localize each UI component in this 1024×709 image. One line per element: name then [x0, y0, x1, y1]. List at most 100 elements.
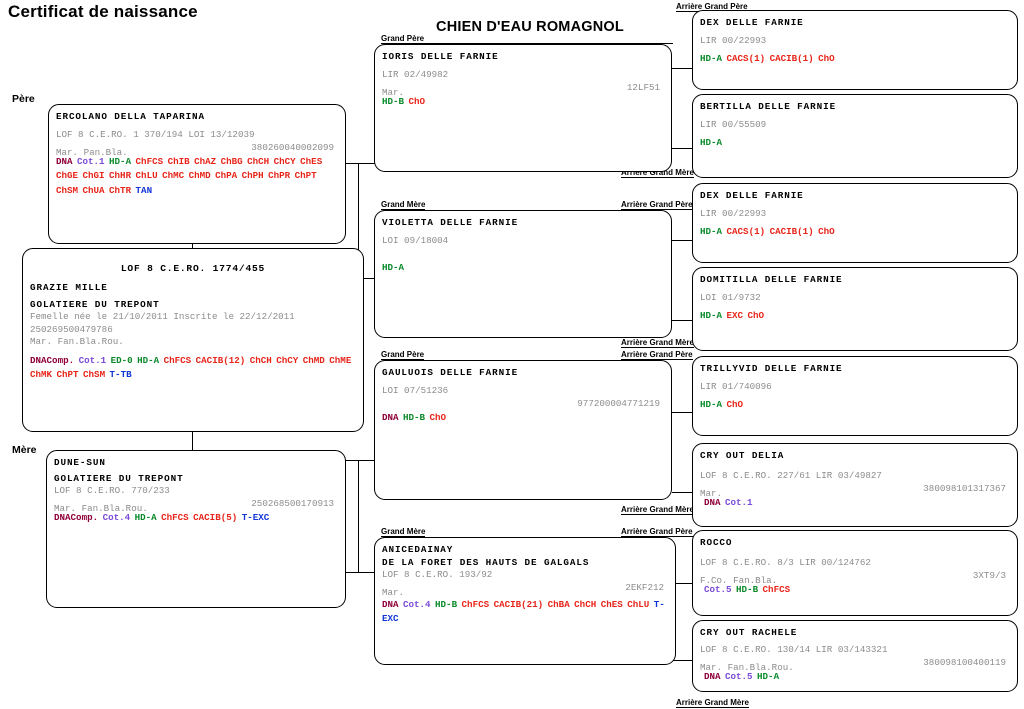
- ggp4-registration: LOI 01/9732: [700, 292, 761, 303]
- token-cot-1: Cot.1: [725, 497, 753, 509]
- caption-ggf-b: Arrière Grand Père: [621, 350, 693, 360]
- token-hd-b: HD-B: [435, 599, 458, 611]
- token-hd-a: HD-A: [700, 225, 723, 237]
- connector-gp3-ggp5: [672, 412, 694, 414]
- caption-grandfather-2: Grand Père: [381, 350, 425, 360]
- token-hd-a: HD-A: [700, 52, 723, 64]
- token-tan: TAN: [135, 184, 153, 196]
- connector-mother-gp3: [345, 460, 375, 462]
- token-chfcs: ChFCS: [161, 512, 189, 524]
- ggp3-name: DEX DELLE FARNIE: [700, 190, 804, 201]
- card-great-grandparent-6[interactable]: CRY OUT DELIA LOF 8 C.E.RO. 227/61 LIR 0…: [692, 443, 1018, 527]
- card-great-grandparent-3[interactable]: DEX DELLE FARNIE LIR 00/22993 HD-A CACS(…: [692, 183, 1018, 263]
- caption-ggf-a: Arrière Grand Père: [621, 200, 693, 210]
- role-label-father: Père: [12, 93, 35, 105]
- gp1-tokens: HD-B ChO: [382, 94, 664, 108]
- token-chme: ChME: [329, 354, 352, 366]
- token-cho: ChO: [818, 52, 835, 64]
- connector-gp4-ggp7: [672, 583, 694, 585]
- card-grandparent-4[interactable]: ANICEDAINAY DE LA FORET DES HAUTS DE GAL…: [374, 537, 676, 665]
- token-cho: ChO: [818, 225, 835, 237]
- token-cacs-1-: CACS(1): [726, 52, 766, 64]
- caption-ggm-b: Arrière Grand Mère: [621, 338, 694, 348]
- token-dna: DNA: [704, 671, 721, 683]
- connector-subject-bottom: [192, 432, 194, 450]
- token-hd-a: HD-A: [109, 156, 132, 168]
- card-great-grandparent-8[interactable]: CRY OUT RACHELE LOF 8 C.E.RO. 130/14 LIR…: [692, 620, 1018, 692]
- card-great-grandparent-1[interactable]: DEX DELLE FARNIE LIR 00/22993 HD-A CACS(…: [692, 10, 1018, 90]
- gp4-affix: DE LA FORET DES HAUTS DE GALGALS: [382, 557, 590, 568]
- card-great-grandparent-7[interactable]: ROCCO LOF 8 C.E.RO. 8/3 LIR 00/124762 F.…: [692, 530, 1018, 616]
- father-chip: 380260040002099: [251, 141, 334, 153]
- role-label-mother: Mère: [12, 444, 37, 456]
- card-father[interactable]: ERCOLANO DELLA TAPARINA LOF 8 C.E.RO. 1 …: [48, 104, 346, 244]
- ggp7-registration: LOF 8 C.E.RO. 8/3 LIR 00/124762: [700, 557, 871, 568]
- token-hd-b: HD-B: [736, 584, 759, 596]
- connector-gp1-ggp2: [672, 148, 694, 150]
- token-chge: ChGE: [56, 170, 79, 182]
- ggp3-tokens: HD-A CACS(1) CACIB(1) ChO: [700, 224, 1010, 238]
- token-t-tb: T-TB: [109, 368, 132, 380]
- token-hd-a: HD-A: [134, 512, 157, 524]
- token-chch: ChCH: [249, 354, 272, 366]
- token-chph: ChPH: [241, 170, 264, 182]
- connector-father-vertical: [358, 163, 360, 278]
- token-chgi: ChGI: [82, 170, 105, 182]
- token-cacs-1-: CACS(1): [726, 225, 766, 237]
- token-chmd: ChMD: [188, 170, 211, 182]
- token-cho: ChO: [726, 398, 744, 410]
- token-hd-a: HD-A: [700, 309, 723, 321]
- gp3-chip: 977200004771219: [577, 397, 660, 409]
- card-subject[interactable]: LOF 8 C.E.RO. 1774/455 GRAZIE MILLE GOLA…: [22, 248, 364, 432]
- token-chmk: ChMK: [30, 368, 53, 380]
- mother-tokens: DNAComp. Cot.4 HD-A ChFCS CACIB(5) T-EXC: [54, 510, 338, 524]
- ggp7-chip: 3XT9/3: [972, 569, 1006, 581]
- caption-ggm-c: Arrière Grand Mère: [621, 505, 694, 515]
- card-great-grandparent-2[interactable]: BERTILLA DELLE FARNIE LIR 00/55509 HD-A: [692, 94, 1018, 178]
- token-chch: ChCH: [247, 156, 270, 168]
- ggp6-coat: Mar.: [700, 487, 723, 499]
- token-chpr: ChPR: [268, 170, 291, 182]
- connector-mother-vertical: [358, 460, 360, 572]
- token-chmc: ChMC: [162, 170, 185, 182]
- token-chlu: ChLU: [135, 170, 158, 182]
- token-dna: DNA: [704, 497, 721, 509]
- connector-mother-gp4: [345, 572, 375, 574]
- token-chba: ChBA: [547, 599, 570, 611]
- ggp6-registration: LOF 8 C.E.RO. 227/61 LIR 03/49827: [700, 470, 882, 481]
- page-title: Certificat de naissance: [8, 2, 198, 21]
- token-chpa: ChPA: [215, 170, 238, 182]
- gp3-registration: LOI 07/51236: [382, 385, 449, 396]
- card-grandparent-2[interactable]: VIOLETTA DELLE FARNIE LOI 09/18004 HD-A: [374, 210, 672, 338]
- token-chfcs: ChFCS: [163, 354, 192, 366]
- token-exc: EXC: [726, 309, 744, 321]
- ggp7-name: ROCCO: [700, 537, 733, 548]
- subject-affix: GOLATIERE DU TREPONT: [30, 299, 160, 310]
- father-coat: Mar. Pan.Bla.: [56, 146, 128, 158]
- caption-ggm-bottom: Arrière Grand Mère: [676, 698, 749, 708]
- subject-registration: LOF 8 C.E.RO. 1774/455: [120, 263, 266, 274]
- ggp4-tokens: HD-A EXC ChO: [700, 308, 1010, 322]
- token-cot-5: Cot.5: [704, 584, 732, 596]
- token-chcy: ChCY: [273, 156, 296, 168]
- ggp5-name: TRILLYVID DELLE FARNIE: [700, 363, 843, 374]
- father-name: ERCOLANO DELLA TAPARINA: [56, 111, 206, 122]
- ggp2-registration: LIR 00/55509: [700, 119, 767, 130]
- token-cho: ChO: [747, 309, 765, 321]
- ggp8-name: CRY OUT RACHELE: [700, 627, 798, 638]
- token-hd-b: HD-B: [403, 412, 426, 424]
- token-cho: ChO: [429, 412, 447, 424]
- card-great-grandparent-4[interactable]: DOMITILLA DELLE FARNIE LOI 01/9732 HD-A …: [692, 267, 1018, 351]
- card-grandparent-1[interactable]: IORIS DELLE FARNIE LIR 02/49982 Mar. 12L…: [374, 44, 672, 172]
- card-great-grandparent-5[interactable]: TRILLYVID DELLE FARNIE LIR 01/740096 HD-…: [692, 356, 1018, 436]
- token-t-exc: T-EXC: [382, 599, 665, 625]
- card-mother[interactable]: DUNE-SUN GOLATIERE DU TREPONT LOF 8 C.E.…: [46, 450, 346, 608]
- token-cacib-12-: CACIB(12): [195, 354, 246, 366]
- father-registration: LOF 8 C.E.RO. 1 370/194 LOI 13/12039: [56, 129, 255, 140]
- ggp6-tokens: DNA Cot.1: [700, 495, 1010, 509]
- gp1-name: IORIS DELLE FARNIE: [382, 51, 499, 62]
- token-ed-0: ED-0: [110, 354, 133, 366]
- card-grandparent-3[interactable]: GAULUOIS DELLE FARNIE LOI 07/51236 97720…: [374, 360, 672, 500]
- subject-name: GRAZIE MILLE: [30, 282, 108, 293]
- gp4-coat: Mar.: [382, 586, 405, 598]
